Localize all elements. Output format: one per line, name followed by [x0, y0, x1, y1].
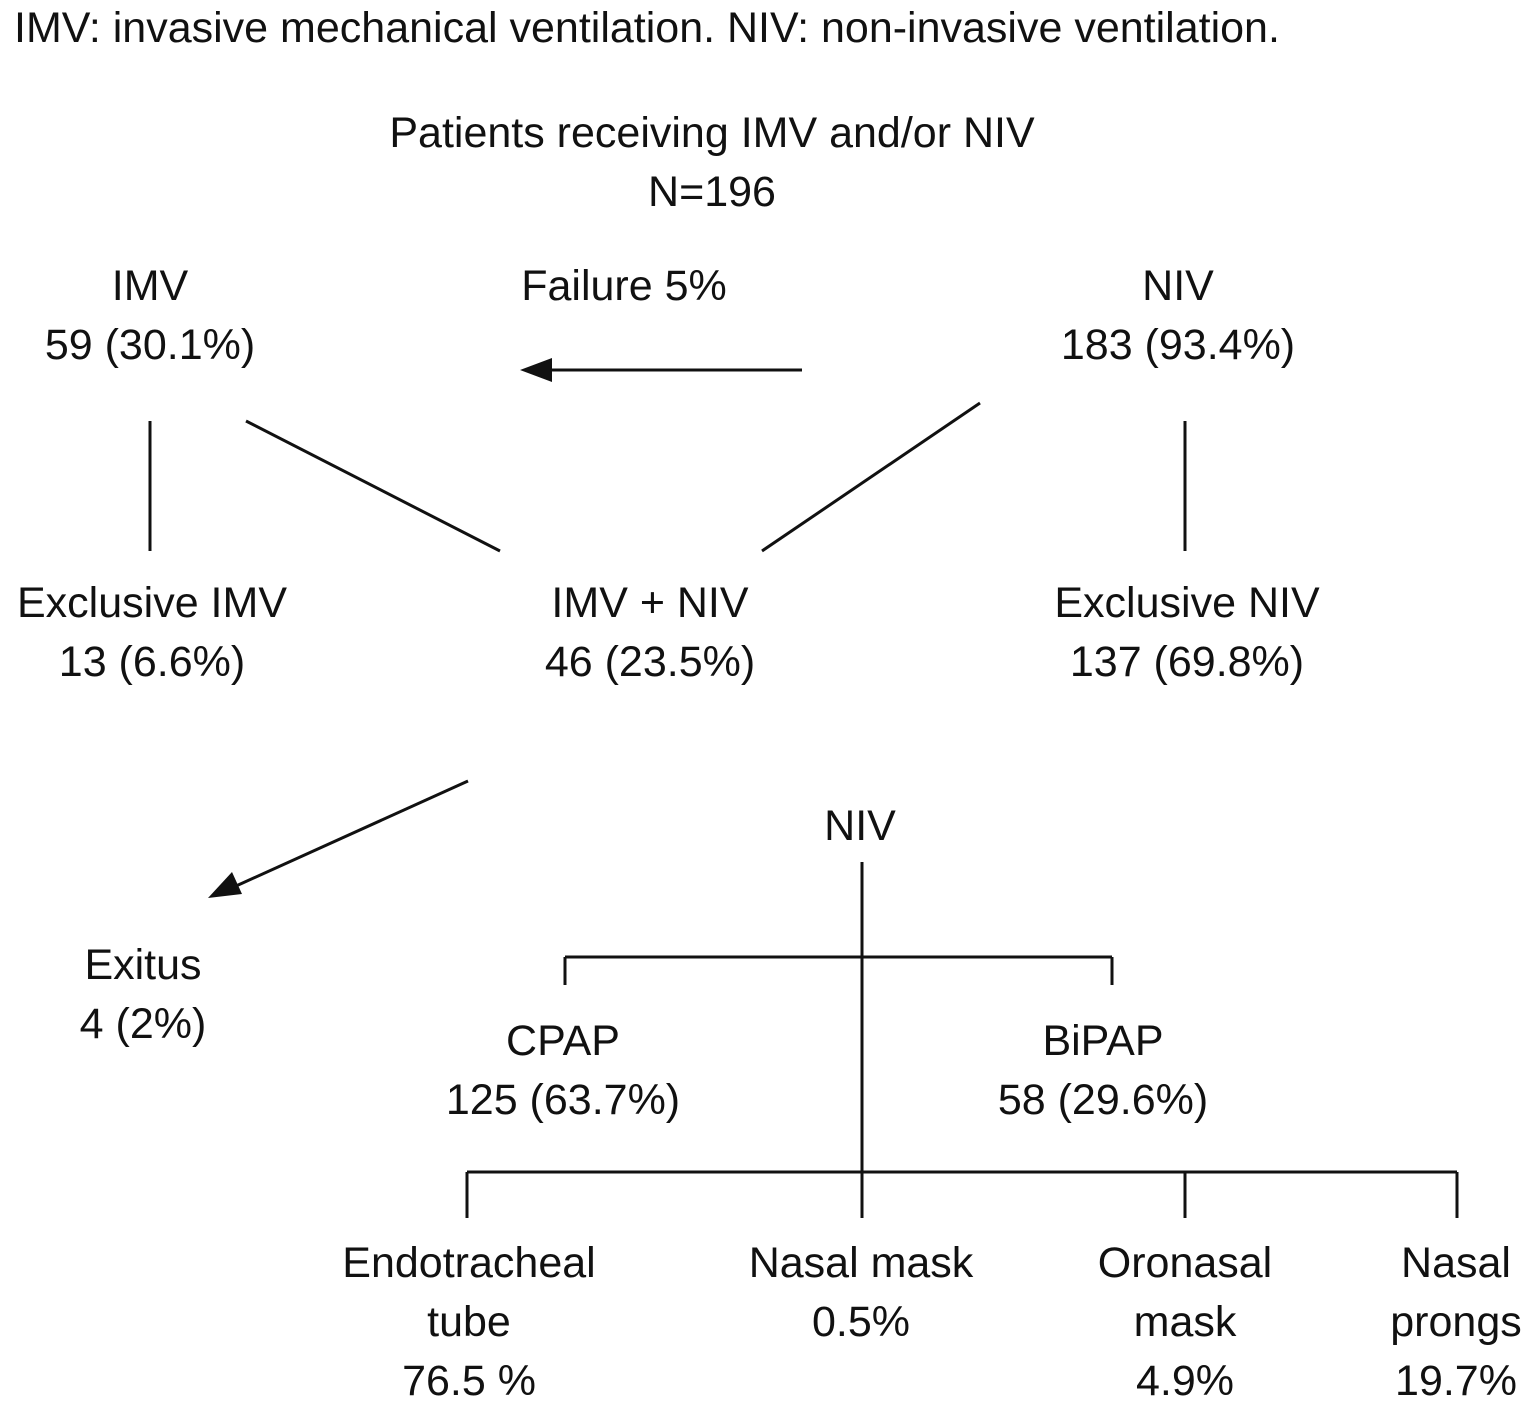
interface-value: 19.7% [1395, 1357, 1517, 1405]
niv-modes-title: NIV [824, 802, 896, 850]
interface-nasal-mask: Nasal mask 0.5% [749, 1234, 974, 1352]
imv-niv-value: 46 (23.5%) [544, 638, 756, 686]
interface-value: 76.5 % [402, 1357, 536, 1405]
interface-line1: Oronasal [1097, 1239, 1273, 1287]
interface-oronasal-mask: Oronasal mask 4.9% [1098, 1234, 1272, 1411]
exclusive-niv-value: 137 (69.8%) [1069, 638, 1305, 686]
interface-line2: mask [1133, 1298, 1237, 1346]
exclusive-niv-node: Exclusive NIV 137 (69.8%) [1054, 574, 1319, 692]
interface-endotracheal: Endotracheal tube 76.5 % [342, 1234, 595, 1411]
interface-line1: Endotracheal [342, 1239, 596, 1287]
bipap-title: BiPAP [1042, 1017, 1164, 1065]
imv-title: IMV [111, 262, 189, 310]
bipap-node: BiPAP 58 (29.6%) [998, 1012, 1208, 1130]
exitus-node: Exitus 4 (2%) [80, 936, 207, 1054]
exitus-title: Exitus [84, 941, 202, 989]
exclusive-imv-title: Exclusive IMV [16, 579, 288, 627]
niv-value: 183 (93.4%) [1060, 321, 1296, 369]
failure-label: Failure 5% [521, 262, 727, 310]
exitus-arrow-line [235, 779, 469, 888]
interface-line1: Nasal [1401, 1239, 1511, 1287]
root-node: Patients receiving IMV and/or NIV N=196 [389, 104, 1034, 222]
exclusive-imv-node: Exclusive IMV 13 (6.6%) [17, 574, 287, 692]
imv-niv-title: IMV + NIV [551, 579, 749, 627]
root-value: N=196 [648, 168, 776, 216]
interface-line2: 0.5% [811, 1298, 910, 1346]
failure-arrowhead [520, 358, 552, 382]
interface-nasal-prongs: Nasal prongs 19.7% [1390, 1234, 1521, 1411]
imv-to-imv-niv-line [245, 419, 501, 553]
interface-line1: Nasal mask [748, 1239, 974, 1287]
interface-value: 4.9% [1135, 1357, 1235, 1405]
interface-line2: tube [427, 1298, 511, 1346]
exitus-arrowhead [208, 872, 242, 898]
interface-line2: prongs [1390, 1298, 1522, 1346]
figure-caption: IMV: invasive mechanical ventilation. NI… [14, 4, 1280, 52]
cpap-value: 125 (63.7%) [445, 1076, 681, 1124]
root-title: Patients receiving IMV and/or NIV [389, 109, 1035, 157]
cpap-title: CPAP [506, 1017, 620, 1065]
bipap-value: 58 (29.6%) [997, 1076, 1209, 1124]
niv-node: NIV 183 (93.4%) [1061, 257, 1295, 375]
imv-value: 59 (30.1%) [44, 321, 256, 369]
niv-to-imv-niv-line [761, 401, 981, 553]
imv-niv-node: IMV + NIV 46 (23.5%) [545, 574, 755, 692]
cpap-node: CPAP 125 (63.7%) [446, 1012, 680, 1130]
imv-node: IMV 59 (30.1%) [45, 257, 255, 375]
exclusive-imv-value: 13 (6.6%) [58, 638, 246, 686]
exitus-value: 4 (2%) [79, 1000, 207, 1048]
niv-title: NIV [1142, 262, 1214, 310]
exclusive-niv-title: Exclusive NIV [1054, 579, 1320, 627]
